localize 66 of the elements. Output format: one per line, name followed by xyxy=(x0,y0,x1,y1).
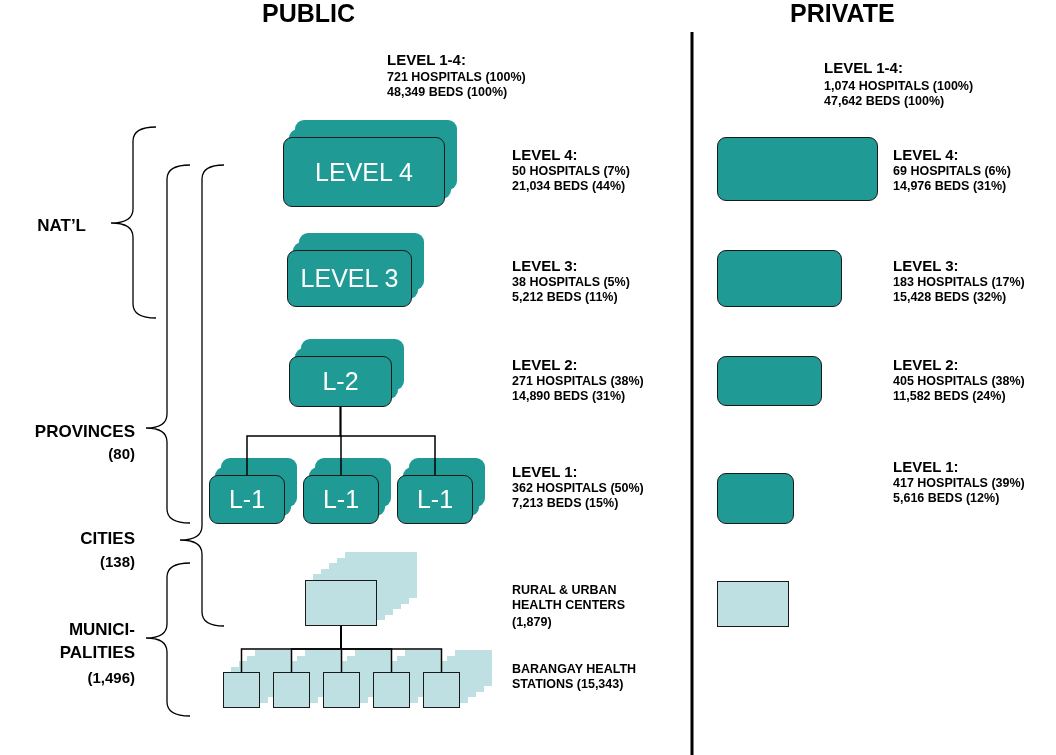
statistics-text: 362 HOSPITALS (50%) xyxy=(512,481,644,496)
connector-line xyxy=(339,406,436,476)
facility-box xyxy=(273,672,310,708)
admin-level-label: (138) xyxy=(98,552,135,572)
facility-box xyxy=(223,672,260,708)
level-heading: LEVEL 1: xyxy=(893,458,960,476)
column-heading: PUBLIC xyxy=(262,6,356,21)
level-heading: LEVEL 3: xyxy=(512,257,579,275)
total-statistics: 1,074 HOSPITALS (100%) xyxy=(824,79,974,94)
level-label: LEVEL 3 xyxy=(300,264,399,293)
admin-level-label: MUNICI- PALITIES xyxy=(58,619,135,664)
statistics-text: 15,428 BEDS (32%) xyxy=(893,290,1008,305)
level-label: L-1 xyxy=(322,485,360,514)
statistics-text: 5,212 BEDS (11%) xyxy=(512,290,619,305)
facility-box xyxy=(717,581,789,627)
total-statistics: 47,642 BEDS (100%) xyxy=(824,94,945,109)
column-heading: PRIVATE xyxy=(790,6,895,21)
statistics-text: 183 HOSPITALS (17%) xyxy=(893,275,1025,290)
level-box xyxy=(289,356,392,407)
statistics-text: 271 HOSPITALS (38%) xyxy=(512,374,644,389)
level-heading: LEVEL 2: xyxy=(893,356,960,374)
level-box xyxy=(287,250,412,307)
statistics-text: 21,034 BEDS (44%) xyxy=(512,179,627,194)
total-statistics: LEVEL 1-4: xyxy=(387,52,466,67)
facility-box xyxy=(717,473,794,524)
facility-label: BARANGAY HEALTH STATIONS (15,343) xyxy=(512,662,638,692)
statistics-text: 50 HOSPITALS (7%) xyxy=(512,164,630,179)
level-label: L-1 xyxy=(416,485,454,514)
level-label: LEVEL 4 xyxy=(315,157,413,187)
level-heading: LEVEL 4: xyxy=(512,146,579,164)
facility-box xyxy=(717,250,842,307)
level-heading: LEVEL 4: xyxy=(893,146,960,164)
total-statistics: 721 HOSPITALS (100%) xyxy=(387,70,526,85)
level-label: L-1 xyxy=(228,485,266,514)
level-heading: LEVEL 2: xyxy=(512,356,579,374)
total-statistics: 48,349 BEDS (100%) xyxy=(387,85,508,100)
level-heading: LEVEL 1: xyxy=(512,463,579,481)
level-box xyxy=(209,475,285,524)
facility-box xyxy=(717,356,822,406)
admin-level-label: PROVINCES xyxy=(33,421,135,443)
level-heading: LEVEL 3: xyxy=(893,257,960,275)
facility-box xyxy=(323,672,360,708)
statistics-text: 7,213 BEDS (15%) xyxy=(512,496,620,511)
statistics-text: 14,976 BEDS (31%) xyxy=(893,179,1008,194)
facility-box xyxy=(305,580,377,626)
admin-level-label: (80) xyxy=(107,444,135,464)
statistics-text: 405 HOSPITALS (38%) xyxy=(893,374,1025,389)
level-box xyxy=(397,475,473,524)
facility-box xyxy=(423,672,460,708)
admin-level-label: NAT’L xyxy=(36,215,86,237)
statistics-text: 11,582 BEDS (24%) xyxy=(893,389,1007,404)
statistics-text: 417 HOSPITALS (39%) xyxy=(893,476,1025,491)
facility-box xyxy=(373,672,410,708)
statistics-text: 69 HOSPITALS (6%) xyxy=(893,164,1011,179)
level-label: L-2 xyxy=(322,367,359,396)
admin-level-label: CITIES xyxy=(79,528,135,550)
total-statistics: LEVEL 1-4: xyxy=(824,60,903,75)
facility-label: (1,879) xyxy=(512,615,552,630)
statistics-text: 38 HOSPITALS (5%) xyxy=(512,275,630,290)
level-box xyxy=(283,137,445,207)
level-box xyxy=(303,475,379,524)
admin-level-label: (1,496) xyxy=(86,668,135,688)
facility-box xyxy=(717,137,878,201)
statistics-text: 5,616 BEDS (12%) xyxy=(893,491,1001,506)
statistics-text: 14,890 BEDS (31%) xyxy=(512,389,627,404)
facility-label: RURAL & URBAN HEALTH CENTERS xyxy=(512,583,626,613)
